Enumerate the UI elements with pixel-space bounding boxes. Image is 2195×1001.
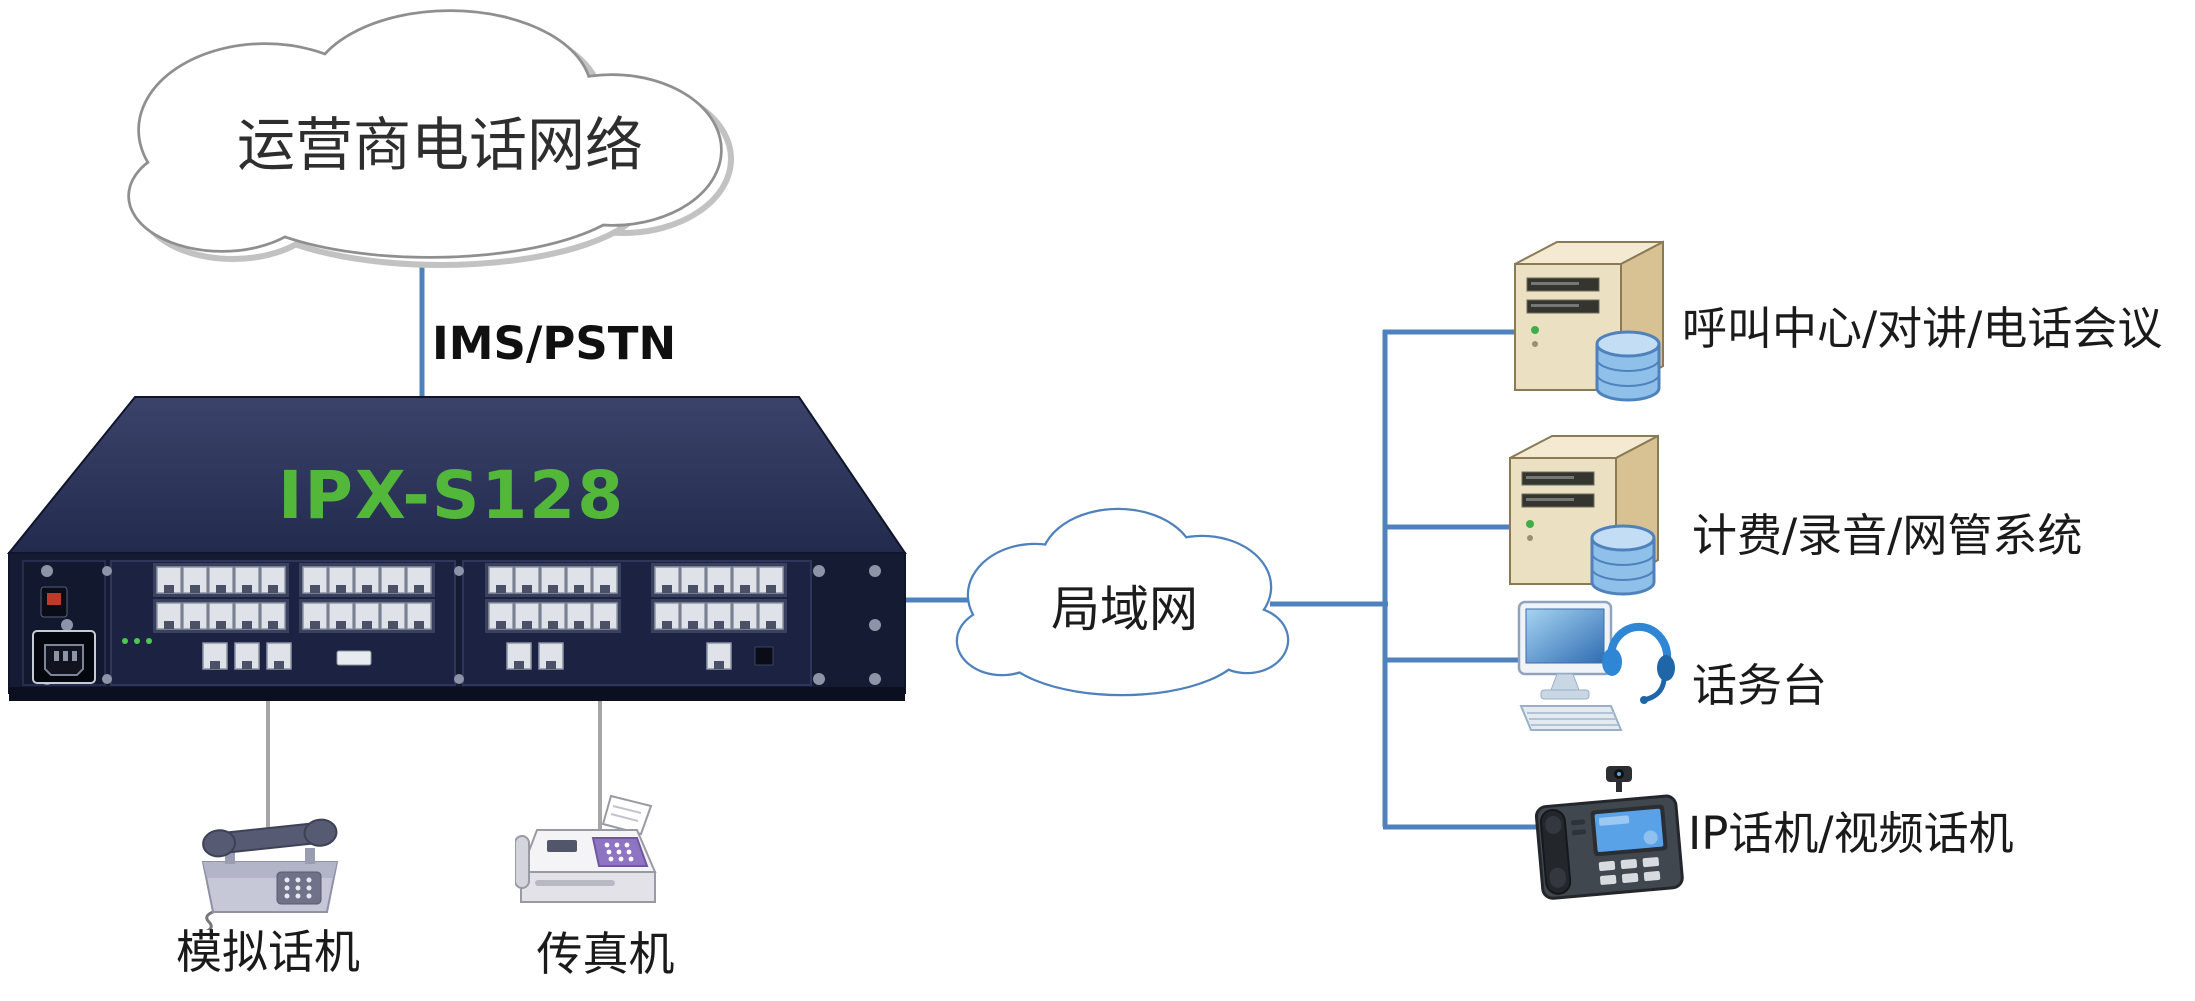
ipx-s128-device [6,395,907,711]
ip-phone-icon [1510,760,1690,924]
device-model-label: IPX-S128 [278,457,626,534]
branch-label-ip-phone: IP话机/视频话机 [1688,807,2014,860]
operator-console-icon [1515,598,1680,752]
analog-phone-icon [185,800,355,934]
server-billing-icon [1500,432,1665,611]
carrier-cloud-shape [127,9,734,268]
analog-phone-label: 模拟话机 [176,925,360,979]
branch-label-operator-console: 话务台 [1692,659,1828,712]
lan-cloud-shape [955,507,1290,697]
server-call-center-icon [1505,238,1670,417]
fax-machine-label: 传真机 [536,927,675,981]
device-chassis [6,396,907,701]
ims-pstn-label: IMS/PSTN [432,317,677,370]
carrier-cloud-label: 运营商电话网络 [236,111,643,179]
fax-machine-icon [514,790,675,934]
branch-label-billing: 计费/录音/网管系统 [1692,509,2083,562]
lan-cloud-label: 局域网 [1050,581,1198,638]
branch-label-call-center: 呼叫中心/对讲/电话会议 [1682,302,2163,355]
